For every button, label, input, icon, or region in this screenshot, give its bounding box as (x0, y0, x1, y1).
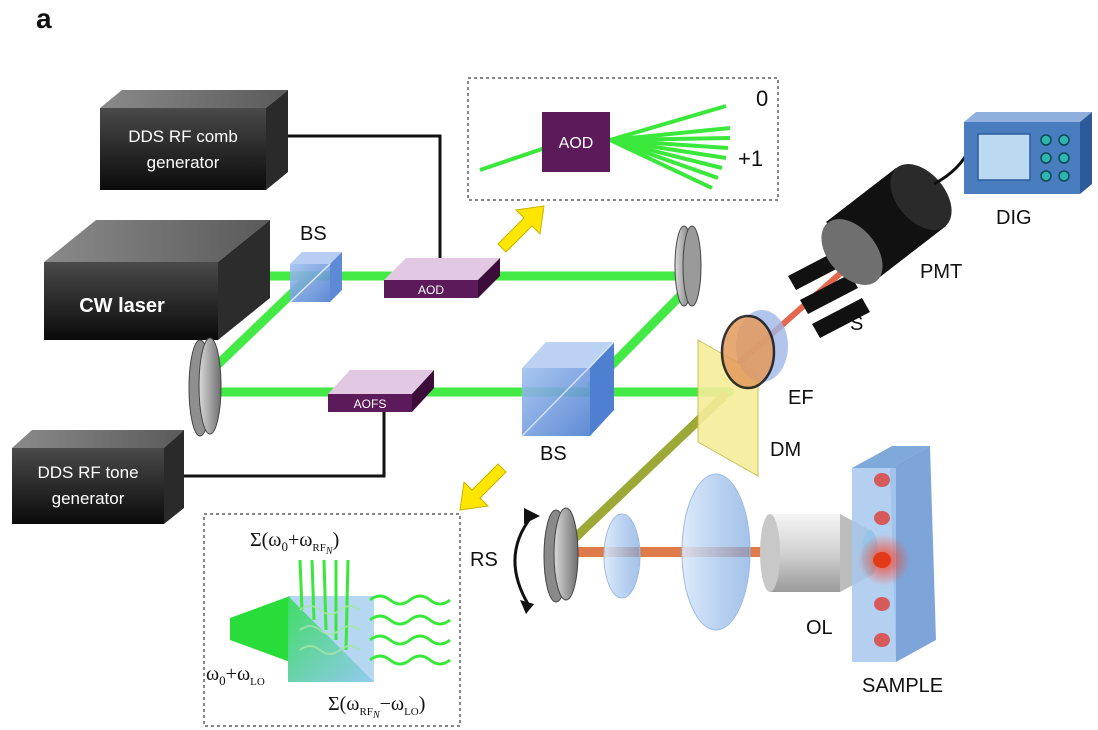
digitizer (964, 112, 1092, 194)
inset-arrow-aod (497, 205, 545, 253)
pmt (821, 164, 952, 285)
inset-aod: AOD 0 +1 (467, 77, 779, 201)
tone-cable (184, 412, 386, 478)
panel-label: a (36, 3, 52, 34)
cw-laser: CW laser (44, 220, 270, 340)
inset-arrow-beat (459, 463, 507, 511)
ef-label: EF (788, 387, 814, 409)
aofs-crystal: AOFS (328, 370, 434, 412)
dds-comb-label-2: generator (147, 153, 220, 172)
bs-bottom-label: BS (540, 443, 567, 465)
lo-plus: +ω (226, 663, 250, 685)
lo-formula: ω0+ωLO (206, 663, 265, 688)
aod-crystal: AOD (384, 258, 500, 298)
rs-label: RS (470, 549, 498, 571)
sample-label: SAMPLE (862, 675, 943, 697)
sum-bot-sub3: LO (404, 706, 419, 718)
dig-label: DIG (996, 207, 1032, 229)
s-label: S (850, 313, 863, 335)
dds-tone-label-1: DDS RF tone (37, 463, 138, 482)
order-plus-one-label: +1 (738, 146, 763, 171)
dm-label: DM (770, 439, 801, 461)
sum-top-main: Σ(ω (250, 529, 281, 551)
beam-to-scanner (551, 391, 729, 561)
tube-lens (681, 473, 751, 631)
sum-bot-minus: −ω (380, 693, 404, 715)
scan-lens-1 (603, 513, 641, 599)
sum-top-plus: +ω (288, 529, 312, 551)
sum-top-close: ) (333, 529, 340, 551)
rs-rotation-arrow (513, 515, 534, 605)
sum-bottom-formula: Σ(ωRFN−ωLO) (328, 693, 425, 721)
sum-top-formula: Σ(ω0+ωRFN) (250, 529, 339, 557)
aod-label: AOD (418, 283, 444, 297)
lo-sub0: 0 (219, 673, 226, 688)
aofs-label: AOFS (354, 397, 387, 411)
dds-tone-generator: DDS RF tone generator (12, 430, 184, 524)
mirror-top-right (674, 225, 702, 307)
lo-sub1: LO (250, 676, 265, 688)
emission-filter (720, 310, 788, 390)
order-zero-label: 0 (756, 86, 768, 111)
mirror-left (188, 337, 222, 437)
sample-channel (852, 446, 936, 662)
lo-main: ω (206, 663, 219, 685)
sum-top-sub0: 0 (281, 539, 288, 554)
beam-splitter-large (521, 341, 615, 437)
comb-cable (288, 134, 442, 262)
inset-beat: Σ(ω0+ωRFN) ω0+ωLO Σ(ωRFN−ωLO) (203, 513, 461, 727)
sum-top-sub1: RF (312, 542, 325, 554)
dds-tone-label-2: generator (52, 489, 125, 508)
ol-label: OL (806, 617, 833, 639)
beam-splitter-small (289, 252, 342, 303)
dds-comb-label-1: DDS RF comb (128, 127, 238, 146)
scanning-mirror (543, 507, 579, 603)
sum-bot-sub2: N (372, 710, 381, 721)
inset-aod-label: AOD (559, 135, 594, 152)
sum-bot-close: ) (419, 693, 426, 715)
bs-top-label: BS (300, 223, 327, 245)
cw-laser-label: CW laser (79, 295, 165, 317)
sum-bot-main: Σ(ω (328, 693, 359, 715)
sum-bot-sub1: RF (359, 706, 372, 718)
sum-top-sub2: N (325, 546, 334, 557)
pmt-label: PMT (920, 261, 962, 283)
dds-comb-generator: DDS RF comb generator (100, 90, 288, 190)
